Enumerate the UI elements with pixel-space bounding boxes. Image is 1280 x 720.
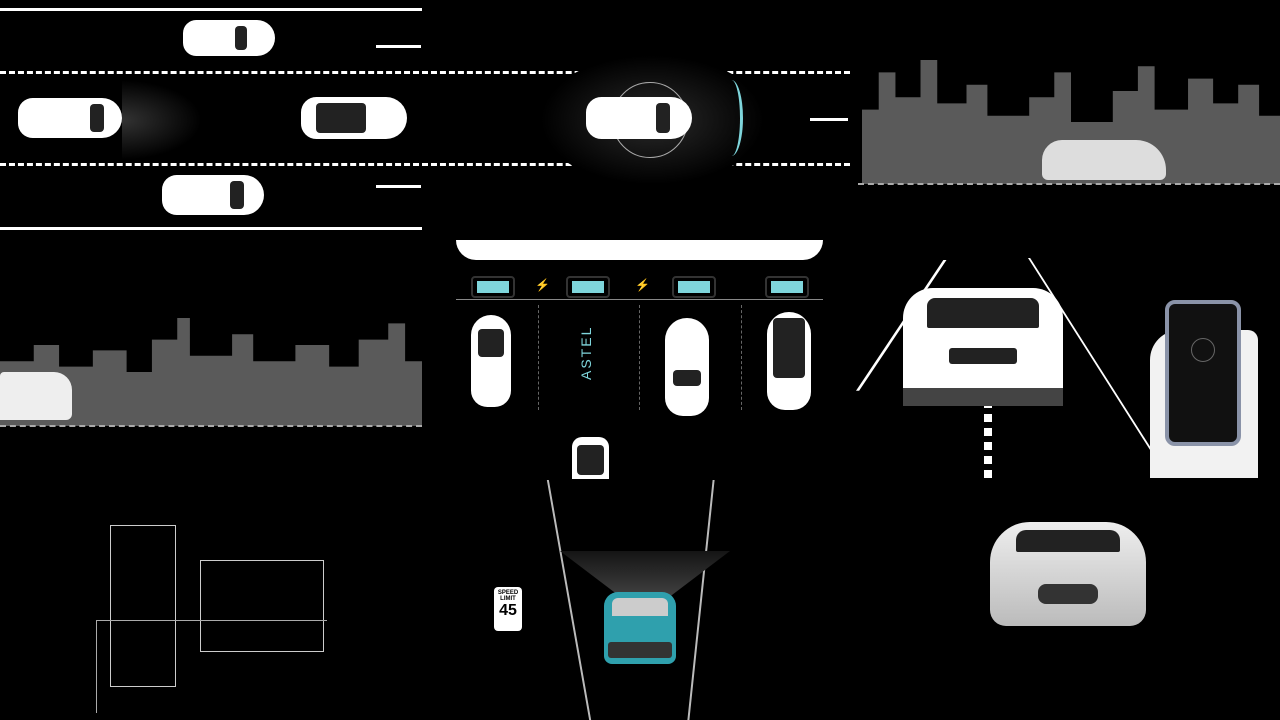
- road-edge-top: [0, 8, 422, 11]
- teal-car-icon: [604, 592, 676, 664]
- speed-limit-sign: SPEED LIMIT 45: [494, 587, 522, 631]
- front-car-icon: [903, 288, 1063, 406]
- bolt-icon: ⚡: [635, 278, 650, 292]
- building-sketch: [200, 560, 324, 652]
- lane-divider: [0, 163, 850, 166]
- slot-divider: [538, 305, 539, 410]
- smartphone-icon: [1165, 300, 1241, 446]
- app-control-ring: [1191, 338, 1215, 362]
- bolt-icon: ⚡: [535, 278, 550, 292]
- brand-label: ASTEL: [578, 325, 594, 380]
- luxury-car-icon: [990, 522, 1146, 626]
- canopy: [456, 240, 823, 260]
- lane-line: [546, 480, 604, 720]
- center-dash: [984, 400, 992, 478]
- car-icon: [767, 312, 811, 410]
- slot-divider: [741, 305, 742, 410]
- slot-divider: [639, 305, 640, 410]
- car-icon: [665, 318, 709, 416]
- car-icon: [471, 315, 511, 407]
- charger-icon: [566, 276, 610, 298]
- road-edge-bottom: [0, 227, 422, 230]
- car-icon: [162, 175, 264, 215]
- building-sketch: [96, 620, 327, 713]
- lane-line: [687, 480, 727, 720]
- lane-divider: [0, 71, 850, 74]
- building-sketch: [110, 525, 176, 687]
- road-line: [0, 425, 422, 427]
- compact-car-icon: [1042, 140, 1166, 180]
- arrow-icon: [376, 185, 421, 198]
- suv-icon: [0, 372, 72, 420]
- charger-icon: [765, 276, 809, 298]
- car-icon: [586, 97, 692, 139]
- ego-car-icon: [18, 98, 122, 138]
- car-icon: [572, 437, 609, 479]
- road-line: [858, 183, 1280, 185]
- sensor-wave: [720, 80, 743, 156]
- charger-icon: [471, 276, 515, 298]
- charger-icon: [672, 276, 716, 298]
- sports-car-icon: [301, 97, 407, 139]
- arrow-icon: [810, 110, 848, 121]
- curb-line: [456, 299, 823, 300]
- radar-cone: [122, 80, 202, 160]
- arrow-icon: [376, 35, 421, 48]
- car-icon: [183, 20, 275, 56]
